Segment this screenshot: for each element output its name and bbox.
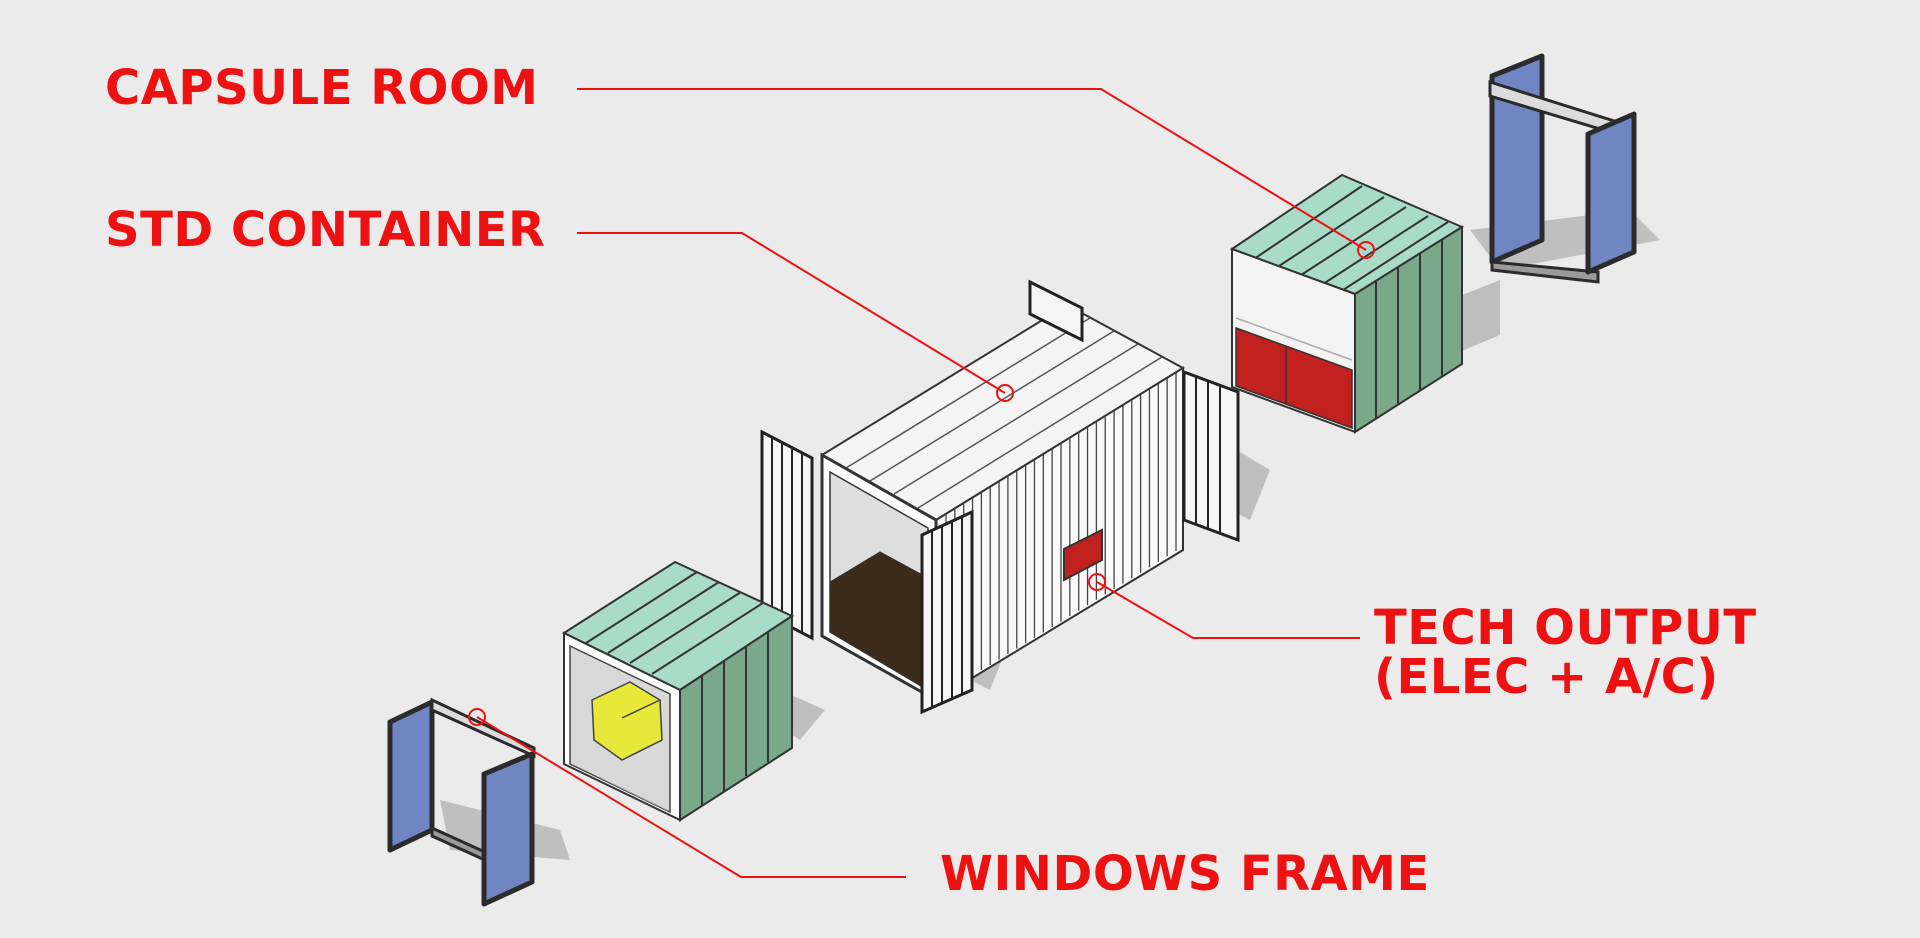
leader-windows-frame <box>476 716 906 878</box>
leader-lines <box>468 88 1375 878</box>
label-tech-output: TECH OUTPUT (ELEC + A/C) <box>1374 604 1757 702</box>
label-tech-output-line2: (ELEC + A/C) <box>1374 648 1719 705</box>
label-windows-frame: WINDOWS FRAME <box>940 846 1430 902</box>
marker-capsule-room <box>1357 241 1375 259</box>
marker-tech-output <box>1088 573 1106 591</box>
label-tech-output-line1: TECH OUTPUT <box>1374 600 1757 656</box>
capsule-room-right <box>1229 173 1465 434</box>
std-container <box>760 279 1240 715</box>
label-std-container: STD CONTAINER <box>105 202 546 258</box>
leader-capsule-room <box>577 88 1367 251</box>
windows-frame-right <box>1488 53 1637 284</box>
capsule-room-left <box>561 560 795 822</box>
marker-std-container <box>996 384 1014 402</box>
leader-tech-output <box>1096 581 1360 639</box>
leader-std-container <box>577 232 1006 394</box>
marker-windows-frame <box>468 708 486 726</box>
windows-frame-left <box>387 697 536 907</box>
label-capsule-room: CAPSULE ROOM <box>105 60 539 116</box>
